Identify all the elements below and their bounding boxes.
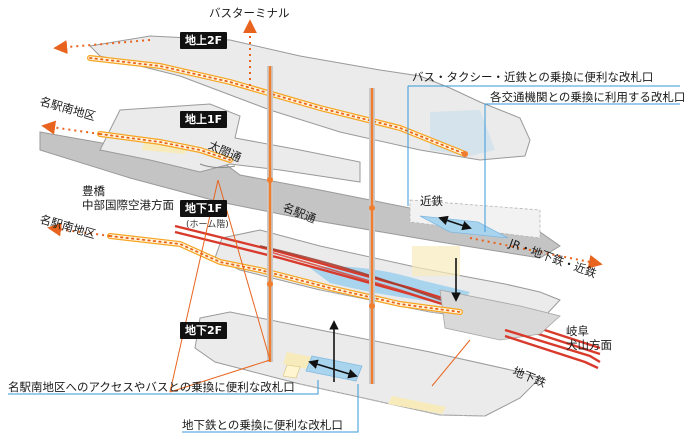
callout-leaders-blue <box>8 85 680 433</box>
elevator-shafts <box>267 66 468 384</box>
arrow-b1-west <box>47 222 111 237</box>
walkway-b1 <box>107 233 463 315</box>
rail-line-1 <box>174 224 601 350</box>
callout-all-transit-gate: 各交通機関との乗換に利用する改札口 <box>490 90 686 104</box>
floor-tag-1f: 地上1F <box>180 111 228 128</box>
floor-tag-b1-sub: (ホーム階) <box>186 220 229 230</box>
callout-subway-transfer-gate: 地下鉄との乗換に便利な改札口 <box>182 418 343 432</box>
label-chubu-airport: 中部国際空港方面 <box>82 198 174 212</box>
floor-tag-b2: 地下2F <box>180 322 228 339</box>
walkway-1f <box>97 131 233 163</box>
callout-bus-taxi-kintetsu-gate: バス・タクシー・近鉄との乗換に便利な改札口 <box>412 70 654 84</box>
label-toyohashi: 豊橋 <box>82 184 105 198</box>
b2-concourse-east <box>388 396 446 414</box>
floor-b1 <box>174 224 601 370</box>
callout-meieki-minami-access-gate: 名駅南地区へのアクセスやバスとの乗換に便利な改札口 <box>8 380 295 394</box>
label-kintetsu: 近鉄 <box>420 194 443 208</box>
arrow-1f-west <box>41 120 101 135</box>
arrow-jr-east <box>469 237 603 269</box>
label-gifu: 岐阜 <box>566 324 589 338</box>
floor-tag-b1: 地下1F <box>180 200 228 217</box>
label-bus-terminal: バスターミナル <box>209 6 290 20</box>
label-inuyama: 犬山方面 <box>566 338 612 352</box>
floor-tag-2f: 地上2F <box>180 32 228 49</box>
transfer-arrows <box>308 215 472 382</box>
walkway-2f <box>87 55 468 157</box>
arrow-2f-west <box>53 39 151 55</box>
